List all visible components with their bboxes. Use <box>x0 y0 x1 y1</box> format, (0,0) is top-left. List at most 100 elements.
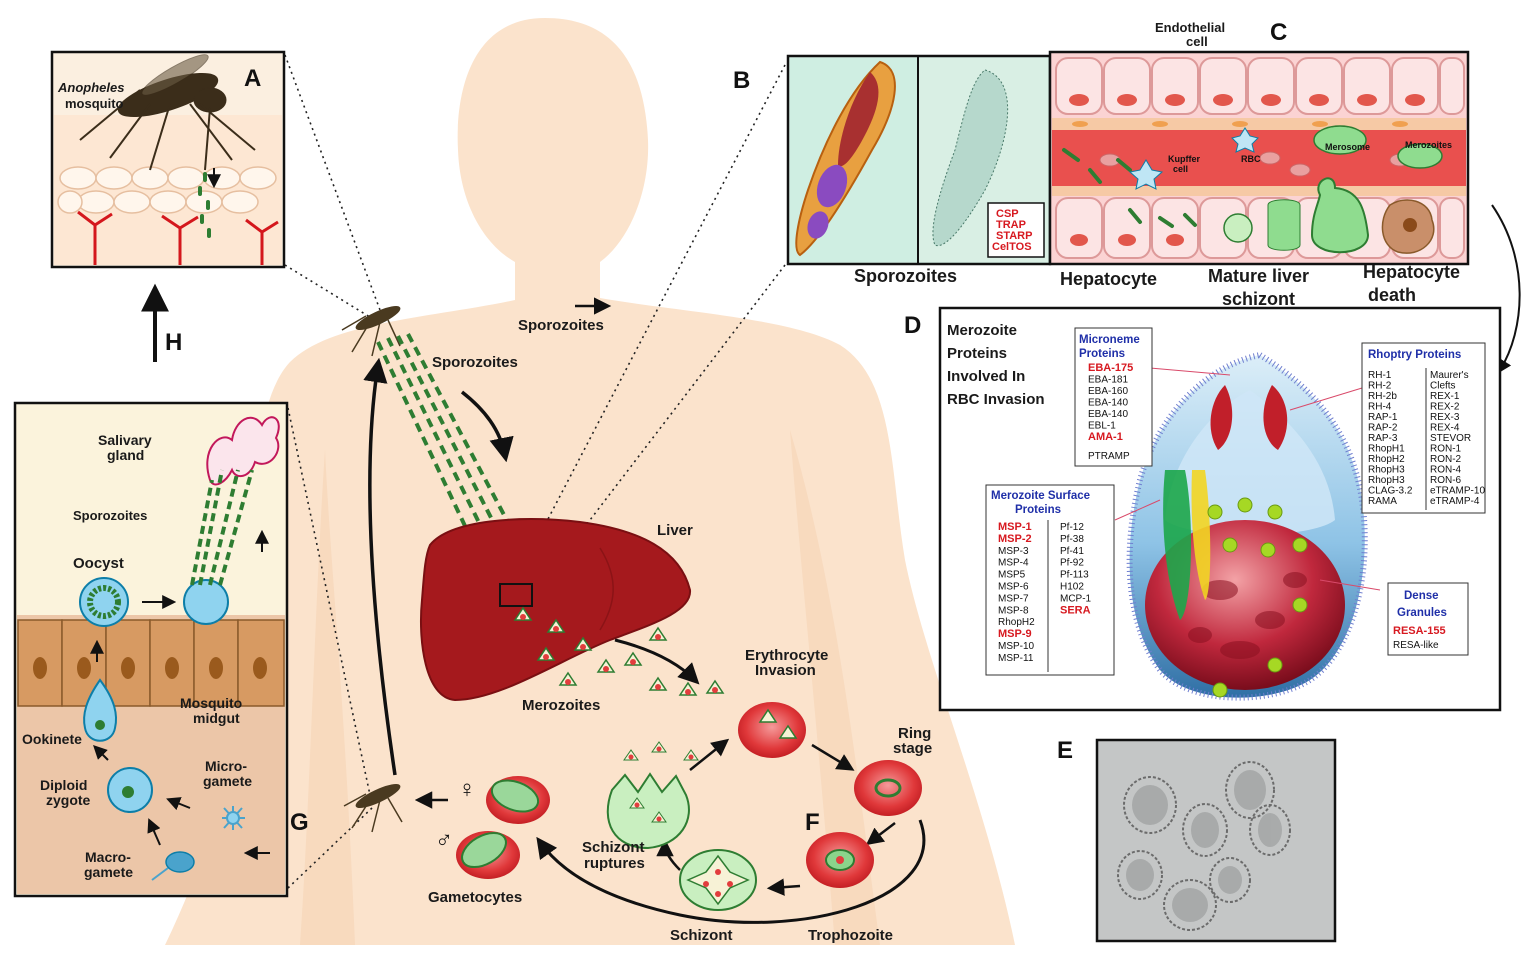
merosome-label: Merosome <box>1325 142 1370 152</box>
endothelial-star <box>1231 127 1259 153</box>
rbc-label: RBC <box>1241 154 1261 164</box>
ookinete-label: Ookinete <box>22 731 82 747</box>
sporozoite-stream-a <box>198 172 211 238</box>
microneme-list: EBA-175EBA-181EBA-160EBA-140EBA-140EBL-1… <box>1088 362 1133 462</box>
endothelial-label-2: cell <box>1186 34 1208 49</box>
protein-item: RON-6 <box>1430 475 1462 486</box>
protein-item: RESA-like <box>1393 640 1439 651</box>
body-shading <box>300 450 355 945</box>
kupffer-cell <box>1128 159 1164 190</box>
protein-item: RESA-155 <box>1393 625 1446 637</box>
midgut-label-1: Mosquito <box>180 695 242 711</box>
protein-item: RhopH3 <box>1368 465 1405 476</box>
ring-label-2: stage <box>893 740 932 757</box>
protein-item: RhopH3 <box>1368 475 1405 486</box>
protein-item: RhopH1 <box>1368 444 1405 455</box>
antigen-0: CSP <box>996 208 1019 220</box>
erythrocyte-label-2: Invasion <box>755 662 816 679</box>
protein-item: REX-2 <box>1430 402 1460 413</box>
protein-item: RAP-3 <box>1368 433 1398 444</box>
merozoite-nucleus <box>1145 520 1345 690</box>
rhoptry-list: RH-1RH-2RH-2bRH-4RAP-1RAP-2RAP-3RhopH1Rh… <box>1368 370 1485 507</box>
sporozoites-c <box>1062 148 1197 228</box>
protein-item: MSP-3 <box>998 546 1029 557</box>
protein-item: EBA-160 <box>1088 386 1128 397</box>
protein-item: MSP-7 <box>998 593 1029 604</box>
protein-item: AMA-1 <box>1088 431 1123 443</box>
ookinete-cell <box>83 678 118 742</box>
death-caption-1: Hepatocyte <box>1363 262 1460 282</box>
female-symbol: ♀ <box>458 776 476 803</box>
panel-letter-f: F <box>805 809 820 836</box>
panel-c: Endothelial cell Kupffer cell RBC Meroso… <box>1048 20 1470 309</box>
panel-d-title-3: RBC Invasion <box>947 391 1045 408</box>
connector-lines <box>1114 367 1381 591</box>
protein-item: RH-2 <box>1368 381 1392 392</box>
mosquito-label: mosquito <box>65 96 124 111</box>
kupffer-label-1: Kupffer <box>1168 154 1200 164</box>
merozoites-cluster <box>513 606 725 696</box>
panel-d: Merozoite Proteins Involved In RBC Invas… <box>938 306 1502 712</box>
protein-item: RhopH2 <box>998 617 1035 628</box>
protein-item: REX-1 <box>1430 391 1460 402</box>
macro-label-1: Macro- <box>85 849 131 865</box>
protein-item: H102 <box>1060 582 1084 593</box>
erythrocyte-label-1: Erythrocyte <box>745 647 828 664</box>
panel-letter-g: G <box>290 809 309 836</box>
antigen-1: TRAP <box>996 219 1026 231</box>
protein-item: RON-2 <box>1430 454 1462 465</box>
protein-item: RON-1 <box>1430 444 1462 455</box>
rhoptry-title: Rhoptry Proteins <box>1368 349 1461 361</box>
protein-item: EBA-140 <box>1088 398 1128 409</box>
death-caption-2: death <box>1368 285 1416 305</box>
protein-item: RAP-1 <box>1368 412 1398 423</box>
arrow-to-gametocytes <box>536 819 926 924</box>
surface-box <box>985 484 1115 676</box>
protein-item: MSP-2 <box>998 533 1032 545</box>
protein-item: CLAG-3.2 <box>1368 486 1413 497</box>
merozoites-label: Merozoites <box>522 697 600 714</box>
surface-list: MSP-1MSP-2MSP-3MSP-4MSP5MSP-6MSP-7MSP-8R… <box>998 521 1092 664</box>
trophozoite-label: Trophozoite <box>808 927 893 944</box>
liver-zoom-box <box>499 583 533 607</box>
protein-item: eTRAMP-10 <box>1430 486 1485 497</box>
protein-item: EBA-175 <box>1088 362 1133 374</box>
protein-item: MSP-8 <box>998 605 1029 616</box>
sporozoite-stained <box>932 69 1009 247</box>
protein-item: Pf-41 <box>1060 546 1084 557</box>
protein-item: MCP-1 <box>1060 593 1092 604</box>
schizont-caption-1: Mature liver <box>1208 266 1309 286</box>
gametocyte-female <box>486 776 550 824</box>
mosquito-bottom <box>343 783 403 833</box>
panel-letter-a: A <box>244 65 261 92</box>
sporozoites-g-label: Sporozoites <box>73 508 147 523</box>
endothelial-label-1: Endothelial <box>1155 20 1225 35</box>
liver-organ <box>419 518 692 702</box>
macro-label-2: gamete <box>84 864 133 880</box>
protein-item: Pf-113 <box>1060 570 1089 581</box>
zoom-lines <box>284 54 786 889</box>
panel-letter-c: C <box>1270 19 1287 46</box>
panel-e <box>1095 738 1337 943</box>
protein-item: RH-2b <box>1368 391 1397 402</box>
mosquito-top <box>341 305 401 357</box>
protein-item: RAP-2 <box>1368 423 1398 434</box>
antigen-3: CelTOS <box>992 241 1032 253</box>
endothelial-cells-top <box>1055 57 1465 115</box>
oocyst-label: Oocyst <box>73 555 124 572</box>
panel-a: Anopheles mosquito A <box>50 50 286 269</box>
protein-item: REX-3 <box>1430 412 1460 423</box>
schizont-caption-2: schizont <box>1222 289 1295 309</box>
gametocytes-label: Gametocytes <box>428 889 522 906</box>
kupffer-label-2: cell <box>1173 164 1188 174</box>
panel-d-title-0: Merozoite <box>947 322 1017 339</box>
micro-label-2: gamete <box>203 773 252 789</box>
protein-item: MSP-9 <box>998 628 1032 640</box>
schizont-ruptures-label-1: Schizont <box>582 839 645 856</box>
protein-item: RH-4 <box>1368 402 1392 413</box>
protein-item: RhopH2 <box>1368 454 1405 465</box>
body-shading-right <box>790 430 880 945</box>
surface-title-0: Merozoite Surface <box>991 490 1090 502</box>
microneme-box <box>1074 327 1153 467</box>
